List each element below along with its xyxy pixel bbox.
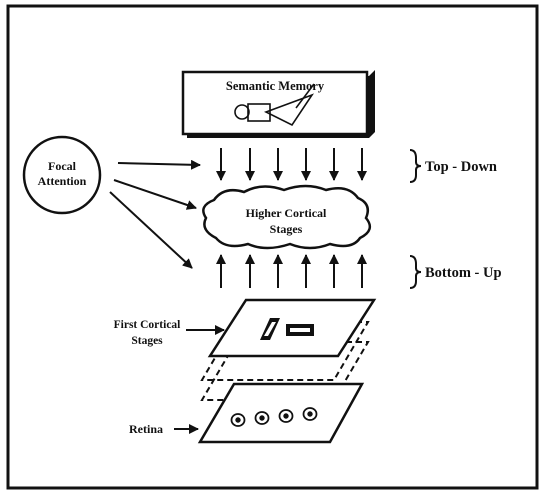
feature-plane-dashed-back [200,341,370,401]
outer-frame [6,4,539,490]
retina-plane [197,382,365,444]
semantic-memory-box: Semantic Memory [181,70,375,138]
bottom-up-label: Bottom - Up [425,265,502,281]
feature-plane-dashed-front [200,321,370,381]
oriented-bar-features [260,318,314,340]
first-cortical-plane [207,298,377,358]
focal-attention-label-line2: Attention [38,174,87,188]
top-down-label: Top - Down [425,159,497,175]
focal-attention-label-line1: Focal [48,159,77,173]
retina-label: Retina [129,422,163,436]
geometric-shapes-icon [234,83,315,127]
first-cortical-label-line1: First Cortical [114,319,181,331]
higher-cortical-label-line1: Higher Cortical [246,206,327,220]
higher-cortical-stages-cloud: Higher Cortical Stages [202,184,372,250]
bottom-up-brace [409,255,422,289]
attention-arrows [109,159,201,269]
first-cortical-label-line2: Stages [131,335,163,347]
receptive-field-icons [230,407,318,427]
bottom-up-arrows [216,254,367,288]
top-down-brace [409,149,422,183]
higher-cortical-label-line2: Stages [270,222,303,236]
semantic-memory-label: Semantic Memory [226,79,325,93]
focal-attention-circle: Focal Attention [22,135,102,215]
top-down-arrows [216,148,367,181]
